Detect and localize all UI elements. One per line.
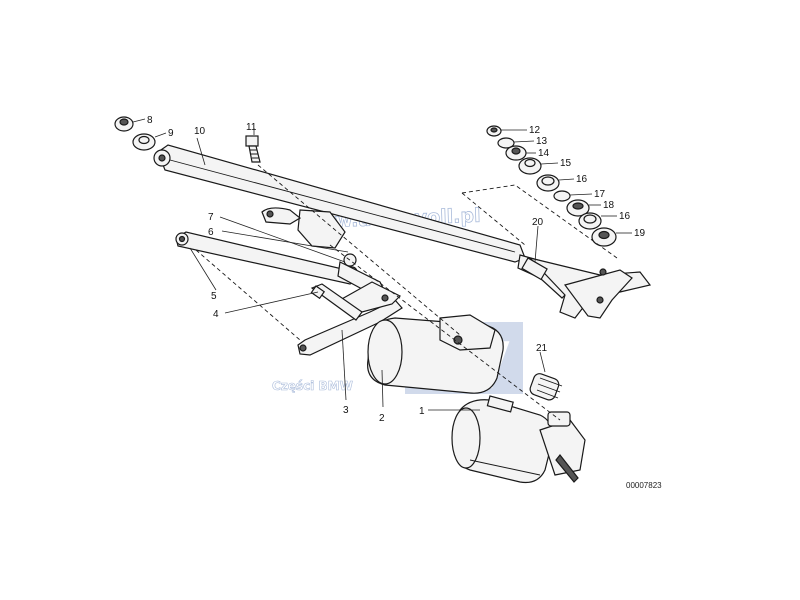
part-16-seal-lower <box>578 212 602 230</box>
part-11-bolt <box>245 135 261 163</box>
part-13-washer <box>497 137 515 149</box>
callout-12: 12 <box>529 125 541 136</box>
callout-7: 7 <box>208 212 214 223</box>
callout-10: 10 <box>194 126 206 137</box>
callout-16a: 16 <box>576 174 588 185</box>
callout-19: 19 <box>634 228 646 239</box>
part-8-nut <box>114 116 134 132</box>
callout-17: 17 <box>594 189 606 200</box>
callout-14: 14 <box>538 148 550 159</box>
part-21-rubber-boot <box>529 373 563 401</box>
assembly-guide-lines <box>195 164 618 421</box>
part-17-ring <box>553 190 571 202</box>
part-2-motor-housing <box>367 314 504 394</box>
part-20-wiper-bearing <box>517 254 652 319</box>
callout-13: 13 <box>536 136 548 147</box>
bearing-stack <box>486 125 617 247</box>
document-number: 00007823 <box>626 481 662 490</box>
callout-3: 3 <box>343 405 349 416</box>
callout-5: 5 <box>211 291 217 302</box>
callout-6: 6 <box>208 227 214 238</box>
part-12-nut <box>486 125 502 137</box>
callout-18: 18 <box>603 200 615 211</box>
part-19-grommet <box>591 227 617 247</box>
callout-16b: 16 <box>619 211 631 222</box>
part-16-seal-upper <box>536 174 560 192</box>
callout-20: 20 <box>532 217 544 228</box>
callout-21: 21 <box>536 343 548 354</box>
callout-11: 11 <box>246 122 257 133</box>
leader-lines <box>132 118 632 411</box>
callout-9: 9 <box>168 128 174 139</box>
callout-15: 15 <box>560 158 572 169</box>
callout-2: 2 <box>379 413 385 424</box>
callout-8: 8 <box>147 115 153 126</box>
part-9-washer <box>132 133 156 151</box>
watermark-caption: Części BMW <box>272 379 353 393</box>
part-14-spacer <box>505 145 527 161</box>
callout-1: 1 <box>419 406 425 417</box>
callout-4: 4 <box>213 309 219 320</box>
callout-labels: 8 9 10 11 12 13 14 15 16 17 18 16 19 20 … <box>147 115 646 424</box>
part-10-upper-linkage-arm <box>153 144 526 263</box>
part-3-mounting-bracket <box>297 281 403 356</box>
part-18-sleeve <box>566 199 590 217</box>
part-15-bushing <box>518 157 542 175</box>
part-1-wiper-motor <box>451 395 586 484</box>
